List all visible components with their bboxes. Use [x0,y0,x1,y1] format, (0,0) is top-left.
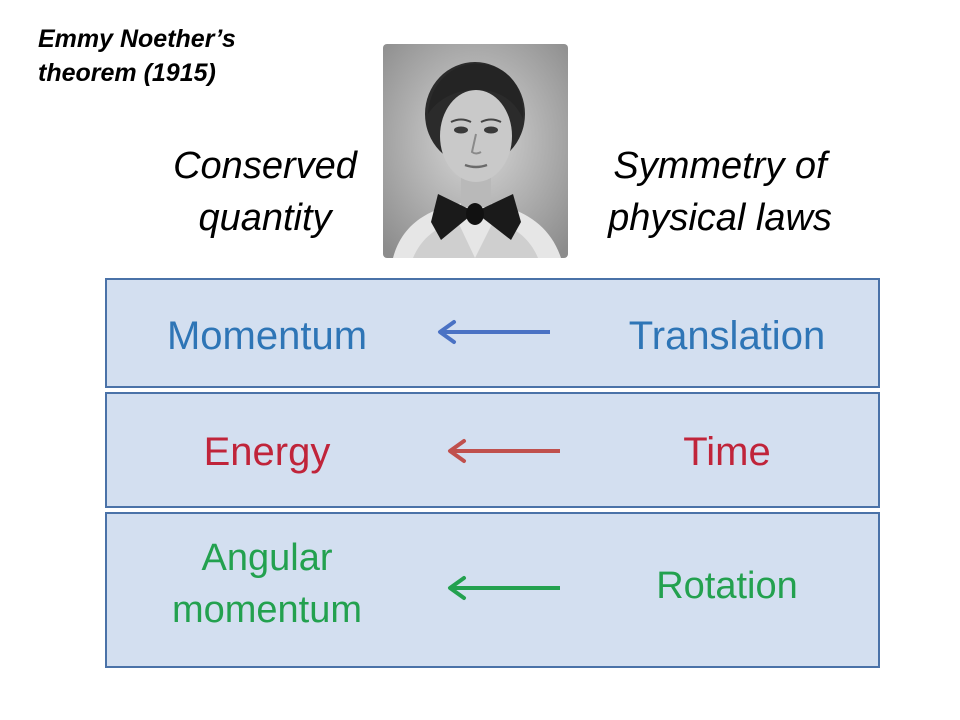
table-row-angular-momentum: Angular momentum Rotation [105,512,880,668]
table-row-momentum: Momentum Translation [105,278,880,388]
left-arrow-icon [438,320,550,344]
symmetry-translation: Translation [628,314,826,358]
left-arrow-icon [448,439,560,463]
noether-table: Momentum Translation Energy Time Angular… [105,278,880,668]
left-arrow-icon [448,576,560,600]
header-symmetry: Symmetry of physical laws [608,145,832,239]
symmetry-time: Time [683,430,771,474]
header-conserved-quantity: Conserved quantity [173,145,357,239]
conserved-energy: Energy [203,430,331,474]
symmetry-rotation: Rotation [656,565,798,607]
slide-title: Emmy Noether’s theorem (1915) [38,25,236,87]
table-row-energy: Energy Time [105,392,880,508]
conserved-angular-momentum: Angular momentum [171,537,363,631]
emmy-noether-portrait [383,44,568,258]
conserved-momentum: Momentum [166,314,368,358]
